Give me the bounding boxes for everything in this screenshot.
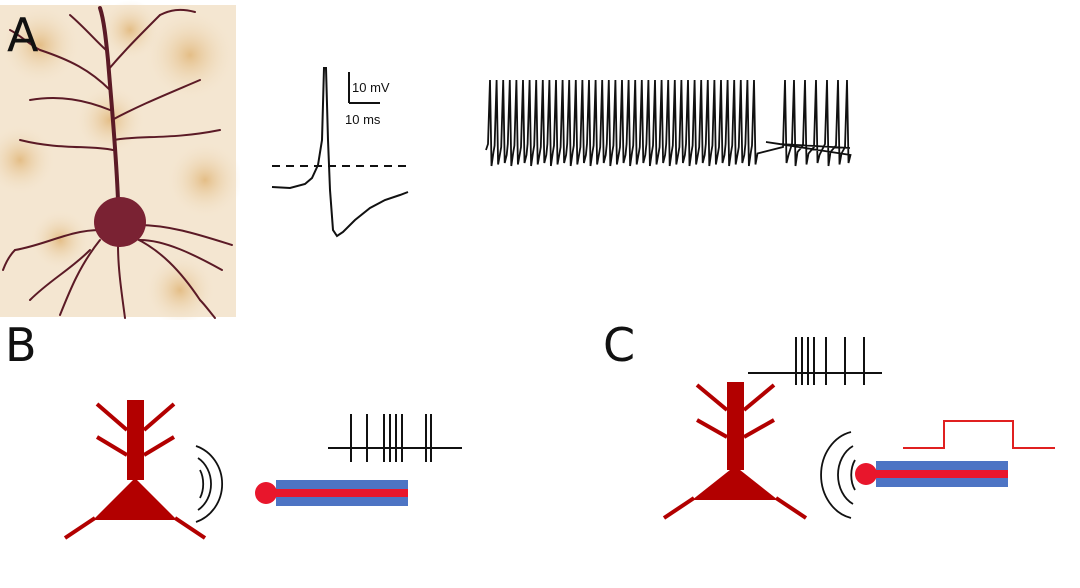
neuron-photo — [0, 0, 240, 320]
pyramidal-neuron-icon — [63, 400, 207, 540]
panel-label-b: B — [5, 318, 37, 372]
pyramidal-neuron-icon-c — [662, 382, 808, 520]
panel-label-a: A — [7, 8, 39, 62]
scale-bar-time-label: 10 ms — [345, 112, 381, 127]
stimulus-step-waveform — [903, 420, 1055, 449]
optical-fiber-probe-icon-c — [855, 461, 1008, 487]
panel-label-c: C — [603, 318, 636, 372]
spike-waveform — [271, 67, 409, 238]
spike-train-waveform — [485, 79, 852, 167]
sound-wave-icon-c — [820, 431, 856, 519]
optical-fiber-probe-icon — [255, 480, 408, 506]
spike-raster-c — [748, 337, 882, 385]
spike-raster-b — [328, 414, 462, 462]
scale-bar-voltage-label: 10 mV — [352, 80, 390, 95]
sound-wave-icon — [195, 445, 224, 523]
